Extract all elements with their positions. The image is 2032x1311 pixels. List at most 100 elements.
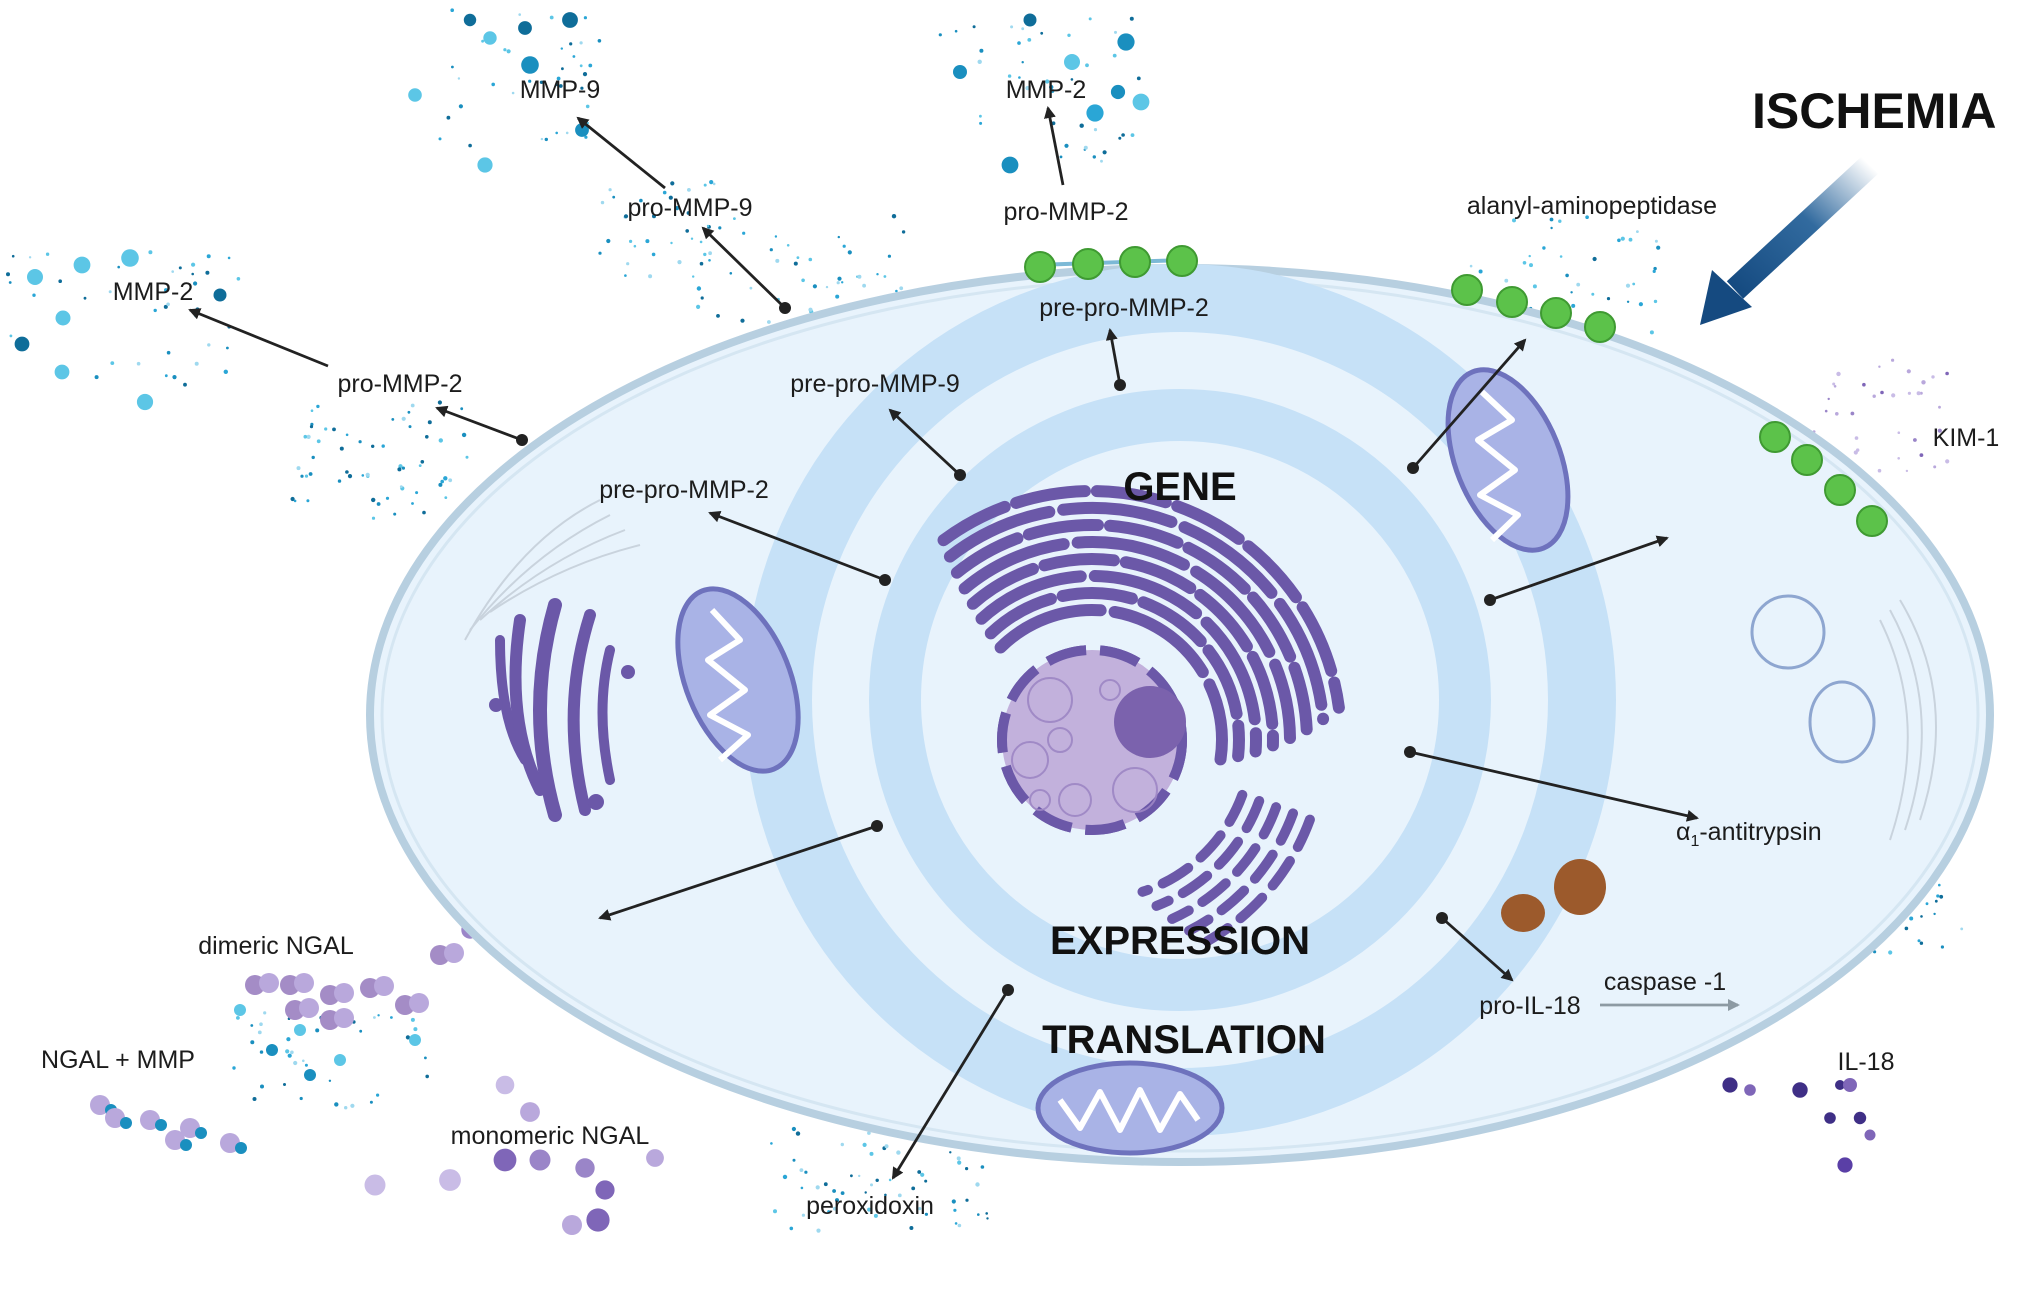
- particle: [767, 320, 771, 324]
- particle: [257, 1030, 262, 1035]
- particle: [334, 1054, 346, 1066]
- particle: [1617, 238, 1621, 243]
- particle: [895, 289, 898, 293]
- particle: [1620, 236, 1625, 241]
- arrow-ring-to-ngal: [598, 824, 878, 921]
- particle: [840, 1142, 844, 1147]
- particle: [816, 1228, 821, 1233]
- particle: [1940, 945, 1944, 949]
- particle: [1021, 61, 1024, 64]
- particle: [835, 294, 840, 299]
- particle: [1007, 74, 1012, 78]
- particle: [823, 1182, 828, 1187]
- particle: [1919, 941, 1924, 945]
- particle: [337, 479, 342, 483]
- particle: [308, 472, 313, 476]
- particle: [213, 288, 227, 302]
- particle: [979, 121, 983, 125]
- particle: [1064, 143, 1069, 148]
- receptors-top: [1024, 245, 1198, 283]
- particle: [924, 1179, 928, 1183]
- particle: [290, 496, 295, 502]
- particle: [369, 1100, 373, 1104]
- particle: [294, 973, 314, 993]
- particle: [1897, 431, 1901, 435]
- particle: [840, 1191, 845, 1195]
- particle: [1905, 469, 1909, 473]
- particle: [775, 258, 780, 263]
- particle: [1836, 371, 1841, 377]
- particle: [836, 281, 840, 285]
- particle: [888, 1178, 892, 1182]
- particle: [1136, 76, 1141, 81]
- nucleus: [997, 645, 1187, 835]
- ischemia-arrow: [1700, 156, 1879, 325]
- particle: [371, 516, 376, 520]
- er-cisterna: [975, 570, 1263, 758]
- particle: [463, 13, 477, 27]
- particle: [918, 1207, 922, 1211]
- particle: [1854, 436, 1859, 440]
- particle: [491, 82, 496, 87]
- particle: [506, 49, 511, 54]
- particle: [311, 455, 315, 460]
- particle: [1469, 264, 1473, 268]
- particle: [518, 21, 532, 35]
- particle: [692, 275, 695, 278]
- particle: [529, 1149, 551, 1171]
- particle: [1938, 883, 1941, 887]
- particle: [344, 1106, 348, 1110]
- particle: [708, 251, 712, 256]
- particle: [957, 1160, 962, 1165]
- particle: [1897, 457, 1900, 460]
- lysosome-bodies: [1501, 859, 1606, 932]
- particle: [951, 1199, 956, 1204]
- particle: [1040, 31, 1044, 35]
- particle: [862, 1142, 867, 1147]
- particle: [862, 283, 866, 288]
- particle: [164, 288, 168, 292]
- particle: [227, 256, 231, 260]
- particle: [425, 435, 429, 439]
- particle: [293, 1060, 298, 1066]
- particle: [259, 1050, 264, 1054]
- particle: [358, 440, 362, 444]
- particle: [468, 143, 472, 148]
- particle: [887, 254, 892, 258]
- receptors-aminopeptidase: [1451, 274, 1616, 343]
- label-pro-mmp2-top: pro-MMP-2: [1003, 198, 1128, 226]
- particle: [562, 12, 578, 28]
- arrow-pro-mmp2-to-mmp2-top: [1044, 106, 1065, 186]
- particle: [413, 1027, 418, 1032]
- er-cisterna: [984, 587, 1245, 763]
- particle: [897, 1193, 902, 1198]
- particle: [980, 1165, 985, 1169]
- particle: [540, 137, 544, 141]
- particle: [773, 1209, 777, 1214]
- particle: [1018, 76, 1021, 79]
- particle: [582, 72, 588, 77]
- particle: [409, 993, 429, 1013]
- particle: [1021, 27, 1025, 31]
- particle: [873, 1213, 878, 1218]
- particle: [740, 318, 745, 323]
- particle: [1792, 1082, 1808, 1098]
- particle: [32, 293, 36, 297]
- particle: [1864, 1129, 1876, 1141]
- particle: [1649, 330, 1654, 335]
- particle: [1049, 84, 1054, 90]
- particle: [1591, 292, 1595, 296]
- particle: [163, 304, 168, 309]
- particle: [235, 1142, 247, 1154]
- particle: [315, 1028, 320, 1033]
- label-dimeric-ngal: dimeric NGAL: [198, 932, 354, 960]
- particle: [440, 479, 445, 484]
- label-il18: IL-18: [1838, 1048, 1895, 1076]
- particle: [555, 131, 558, 135]
- particle: [287, 1053, 292, 1058]
- particle: [465, 455, 469, 459]
- particle: [427, 420, 432, 425]
- particle: [648, 274, 653, 279]
- particle: [842, 244, 846, 248]
- particle: [334, 1102, 339, 1107]
